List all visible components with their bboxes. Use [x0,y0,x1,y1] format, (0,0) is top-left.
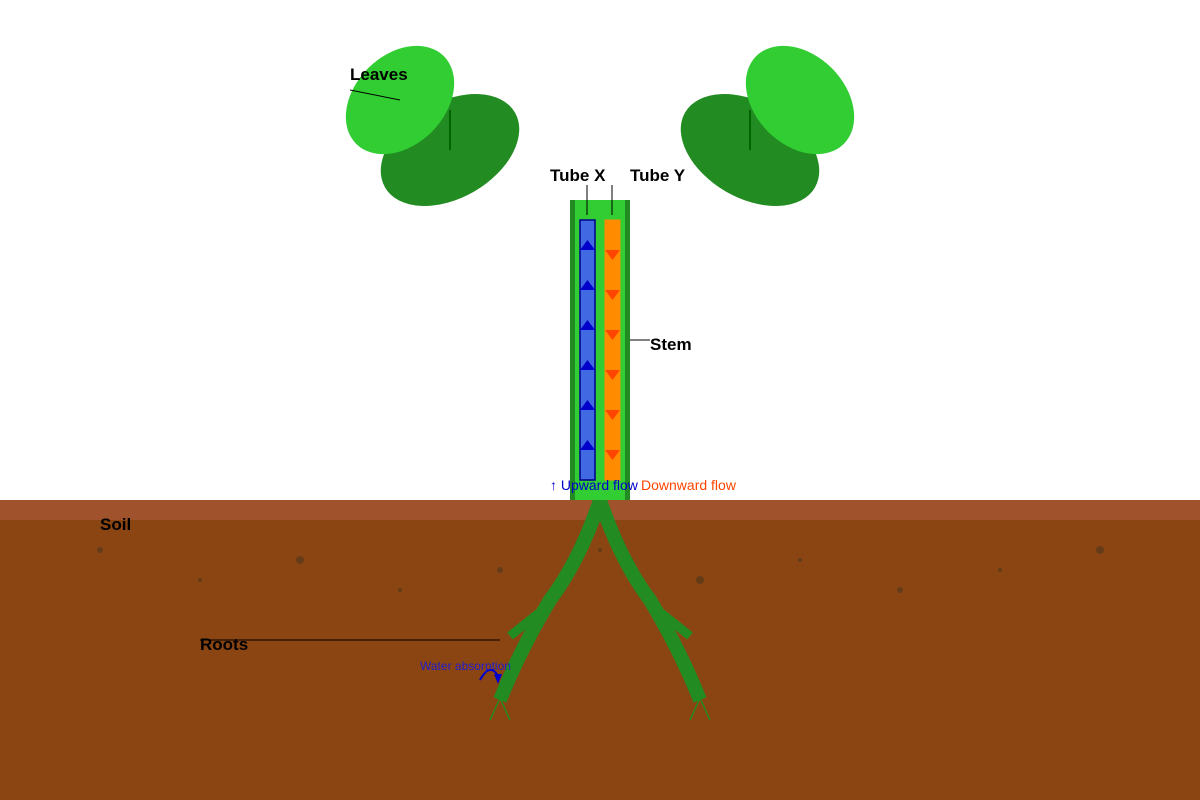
tube-x-label: Tube X [550,166,606,185]
water-absorption-arrowhead [494,674,502,684]
leader-lines [200,89,650,641]
tube-x-arrows [580,240,595,450]
down-arrow [605,250,620,260]
stem-label: Stem [650,335,692,354]
down-arrow [605,450,620,460]
up-arrow [580,320,595,330]
root-hair-right [689,697,711,721]
up-arrow [580,400,595,410]
leaves-leader [349,89,401,101]
water-absorption-label: Water absorption [420,659,511,673]
stem-edge-left [570,200,575,500]
soil-particles [97,546,1104,593]
downward-flow-label: Downward flow [641,477,737,493]
stem-body [570,200,630,500]
root-branch-right [657,608,693,640]
up-arrow [580,360,595,370]
roots-label: Roots [200,635,248,654]
tube-y-arrows [605,250,620,460]
root-left [493,497,607,703]
water-absorption-arrow [479,669,499,681]
leaf-right [680,45,855,206]
stem [570,200,630,500]
down-arrow [605,370,620,380]
upward-flow-label: ↑ Upward flow [550,477,639,493]
roots [489,497,711,721]
leaf-left [345,45,520,206]
stem-edge-right [625,200,630,500]
root-right [593,497,707,703]
soil-body [0,500,1200,800]
root-branch-left [507,608,543,640]
down-arrow [605,410,620,420]
down-arrow [605,330,620,340]
down-arrow [605,290,620,300]
leaves-label: Leaves [350,65,408,84]
up-arrow [580,440,595,450]
leaf-right-front [745,45,855,155]
soil-area [0,500,1200,800]
soil-label: Soil [100,515,131,534]
root-hair-left [489,697,511,721]
tube-y-label: Tube Y [630,166,686,185]
up-arrow [580,240,595,250]
up-arrow [580,280,595,290]
